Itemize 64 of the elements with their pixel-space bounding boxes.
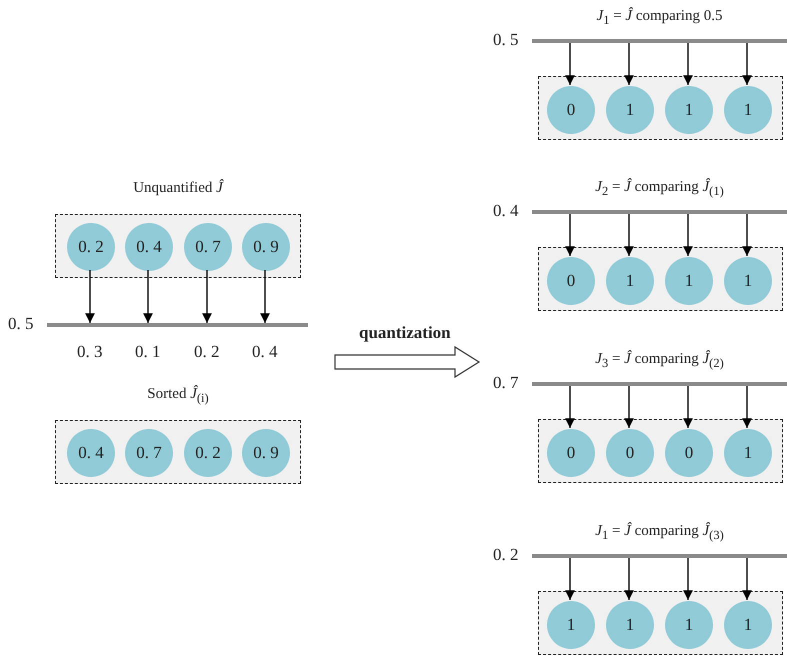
arrow (742, 43, 752, 85)
arrow (624, 386, 634, 428)
value-circle: 0. 4 (67, 429, 115, 477)
threshold-heading: J$_{2}$ = Ĵ comparing Ĵ$_{(1)}$ (594, 177, 725, 197)
threshold-value: 0. 4 (493, 201, 518, 221)
value-circle: 1 (606, 601, 654, 649)
threshold-heading: J$_{1}$ = Ĵ comparing 0.5 (596, 6, 724, 26)
value-circle: 0. 4 (125, 223, 173, 271)
arrow (742, 214, 752, 256)
dashed-box (538, 591, 783, 655)
difference-value: 0. 1 (135, 342, 160, 362)
threshold-heading: J$_{1}$ = Ĵ comparing Ĵ$_{(3)}$ (594, 521, 725, 541)
value-circle: 0. 7 (125, 429, 173, 477)
arrow (143, 270, 153, 323)
arrow (683, 386, 693, 428)
arrow (624, 214, 634, 256)
value-circle: 0. 2 (184, 429, 232, 477)
value-circle: 0. 2 (67, 223, 115, 271)
difference-value: 0. 3 (77, 342, 102, 362)
box-heading: Unquantified Ĵ (132, 180, 225, 198)
box-heading: Sorted Ĵ$_{(i)}$ (146, 386, 210, 407)
value-circle: 1 (606, 86, 654, 134)
value-circle: 1 (665, 601, 713, 649)
value-circle: 1 (665, 86, 713, 134)
arrow (565, 558, 575, 600)
value-circle: 0. 7 (184, 223, 232, 271)
value-circle: 0 (665, 429, 713, 477)
value-circle: 1 (665, 257, 713, 305)
arrow (683, 43, 693, 85)
value-circle: 1 (724, 257, 772, 305)
arrow (742, 558, 752, 600)
value-circle: 1 (606, 257, 654, 305)
arrow (683, 558, 693, 600)
value-circle: 0. 9 (242, 223, 290, 271)
dashed-box (538, 76, 783, 140)
threshold-value: 0. 7 (493, 373, 518, 393)
value-circle: 0 (547, 86, 595, 134)
arrow (202, 270, 212, 323)
arrow (260, 270, 270, 323)
arrow (742, 386, 752, 428)
arrow (85, 270, 95, 323)
dashed-box (538, 419, 783, 483)
arrow (565, 43, 575, 85)
dashed-box (538, 247, 783, 311)
arrow (624, 43, 634, 85)
value-circle: 0 (606, 429, 654, 477)
difference-value: 0. 2 (194, 342, 220, 362)
difference-value: 0. 4 (252, 342, 278, 362)
threshold-value: 0. 2 (493, 545, 518, 565)
value-circle: 1 (724, 86, 772, 134)
value-circle: 1 (547, 601, 595, 649)
threshold-value: 0. 5 (8, 314, 34, 334)
caption-text: quantization (359, 323, 451, 343)
threshold-heading: J$_{3}$ = Ĵ comparing Ĵ$_{(2)}$ (594, 349, 725, 369)
threshold-value: 0. 5 (493, 30, 518, 50)
arrow (565, 214, 575, 256)
value-circle: 1 (724, 429, 772, 477)
arrow (565, 386, 575, 428)
value-circle: 1 (724, 601, 772, 649)
arrow (683, 214, 693, 256)
arrow (624, 558, 634, 600)
value-circle: 0. 9 (242, 429, 290, 477)
value-circle: 0 (547, 429, 595, 477)
value-circle: 0 (547, 257, 595, 305)
